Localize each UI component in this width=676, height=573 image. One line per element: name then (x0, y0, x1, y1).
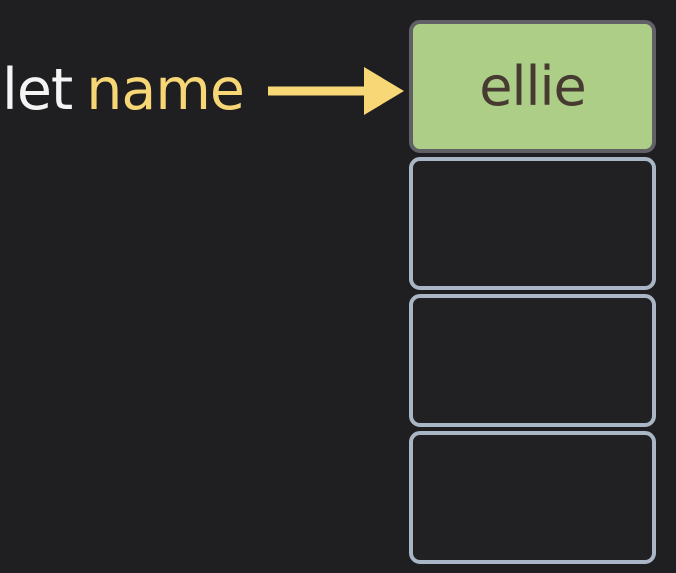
right-arrow-icon (268, 67, 404, 115)
let-keyword: let (2, 57, 73, 123)
memory-cell-empty (409, 431, 656, 564)
assignment-arrow (264, 65, 406, 117)
memory-cell-filled: ellie (409, 20, 656, 153)
memory-cell-empty (409, 294, 656, 427)
memory-cells-column: ellie (409, 20, 656, 564)
memory-cell-empty (409, 157, 656, 290)
variable-name: name (86, 57, 245, 123)
cell-value: ellie (479, 55, 586, 118)
